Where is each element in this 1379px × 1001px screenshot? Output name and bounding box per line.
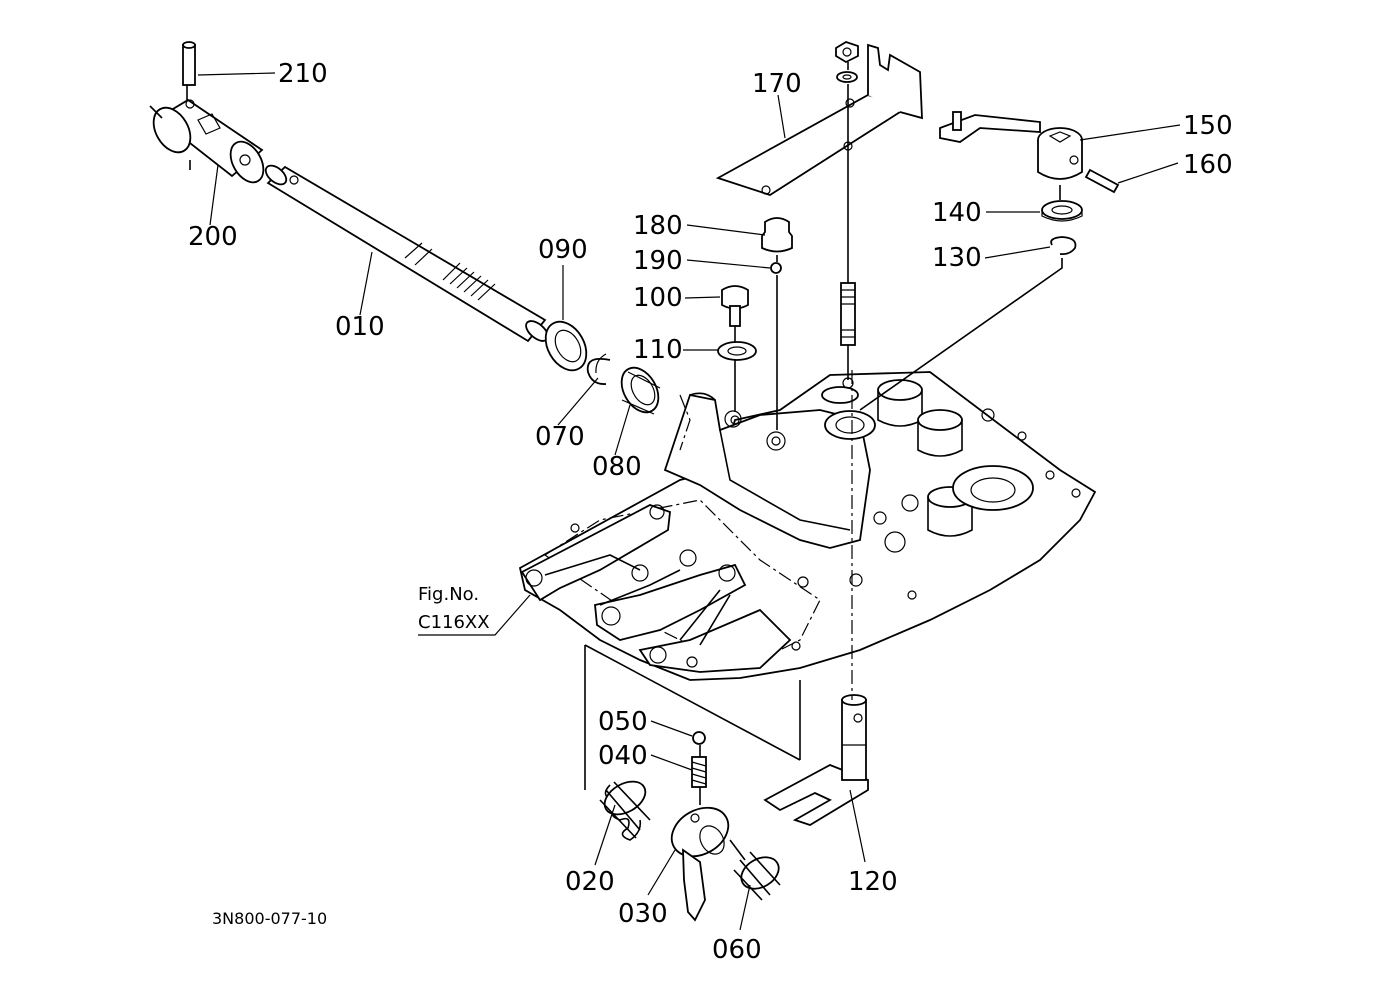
bearing-090	[544, 320, 588, 372]
housing-body	[518, 371, 1097, 681]
drawing-code: 3N800-077-10	[212, 909, 327, 928]
label-190: 190	[633, 246, 683, 276]
figure-reference: Fig.No. C116XX	[418, 584, 490, 633]
lever-030	[670, 806, 730, 922]
pin-210	[182, 41, 196, 86]
ball-190	[770, 262, 782, 274]
label-180: 180	[633, 211, 683, 241]
label-200: 200	[188, 222, 238, 252]
assembly-lines	[149, 62, 1063, 861]
label-100: 100	[633, 283, 683, 313]
label-090: 090	[538, 235, 588, 265]
stud	[840, 282, 856, 346]
circlip-130	[1050, 236, 1077, 256]
part-labels: 210 200 010 090 070 080 170 180 190 100 …	[188, 59, 1233, 965]
spring-060	[733, 851, 781, 901]
label-080: 080	[592, 452, 642, 482]
label-040: 040	[598, 741, 648, 771]
plug-180	[761, 217, 793, 253]
plate-170	[715, 43, 923, 196]
label-070: 070	[535, 422, 585, 452]
coupling-200	[152, 98, 265, 184]
nut-washer-top	[835, 41, 859, 83]
label-140: 140	[932, 198, 982, 228]
shaft-010	[264, 164, 549, 343]
cover-frame	[520, 504, 792, 673]
label-010: 010	[335, 312, 385, 342]
bearing-140	[1041, 200, 1083, 222]
figure-ref-line1: Fig.No.	[418, 584, 479, 605]
label-170: 170	[752, 69, 802, 99]
label-110: 110	[633, 335, 683, 365]
needle-bearing-080	[620, 366, 661, 415]
pin-160	[1084, 168, 1120, 194]
circlip-070	[586, 353, 611, 385]
spring-040	[691, 756, 707, 788]
fork-120	[763, 694, 869, 826]
label-120: 120	[848, 867, 898, 897]
label-150: 150	[1183, 111, 1233, 141]
ball-050	[692, 731, 706, 745]
plug-100	[721, 285, 749, 327]
arm-150	[939, 111, 1083, 180]
label-050: 050	[598, 707, 648, 737]
label-060: 060	[712, 935, 762, 965]
washer-110	[717, 341, 757, 361]
label-020: 020	[565, 867, 615, 897]
label-210: 210	[278, 59, 328, 89]
label-160: 160	[1183, 150, 1233, 180]
leader-lines	[197, 72, 1181, 931]
figure-ref-line2: C116XX	[418, 612, 490, 633]
label-130: 130	[932, 243, 982, 273]
label-030: 030	[618, 899, 668, 929]
